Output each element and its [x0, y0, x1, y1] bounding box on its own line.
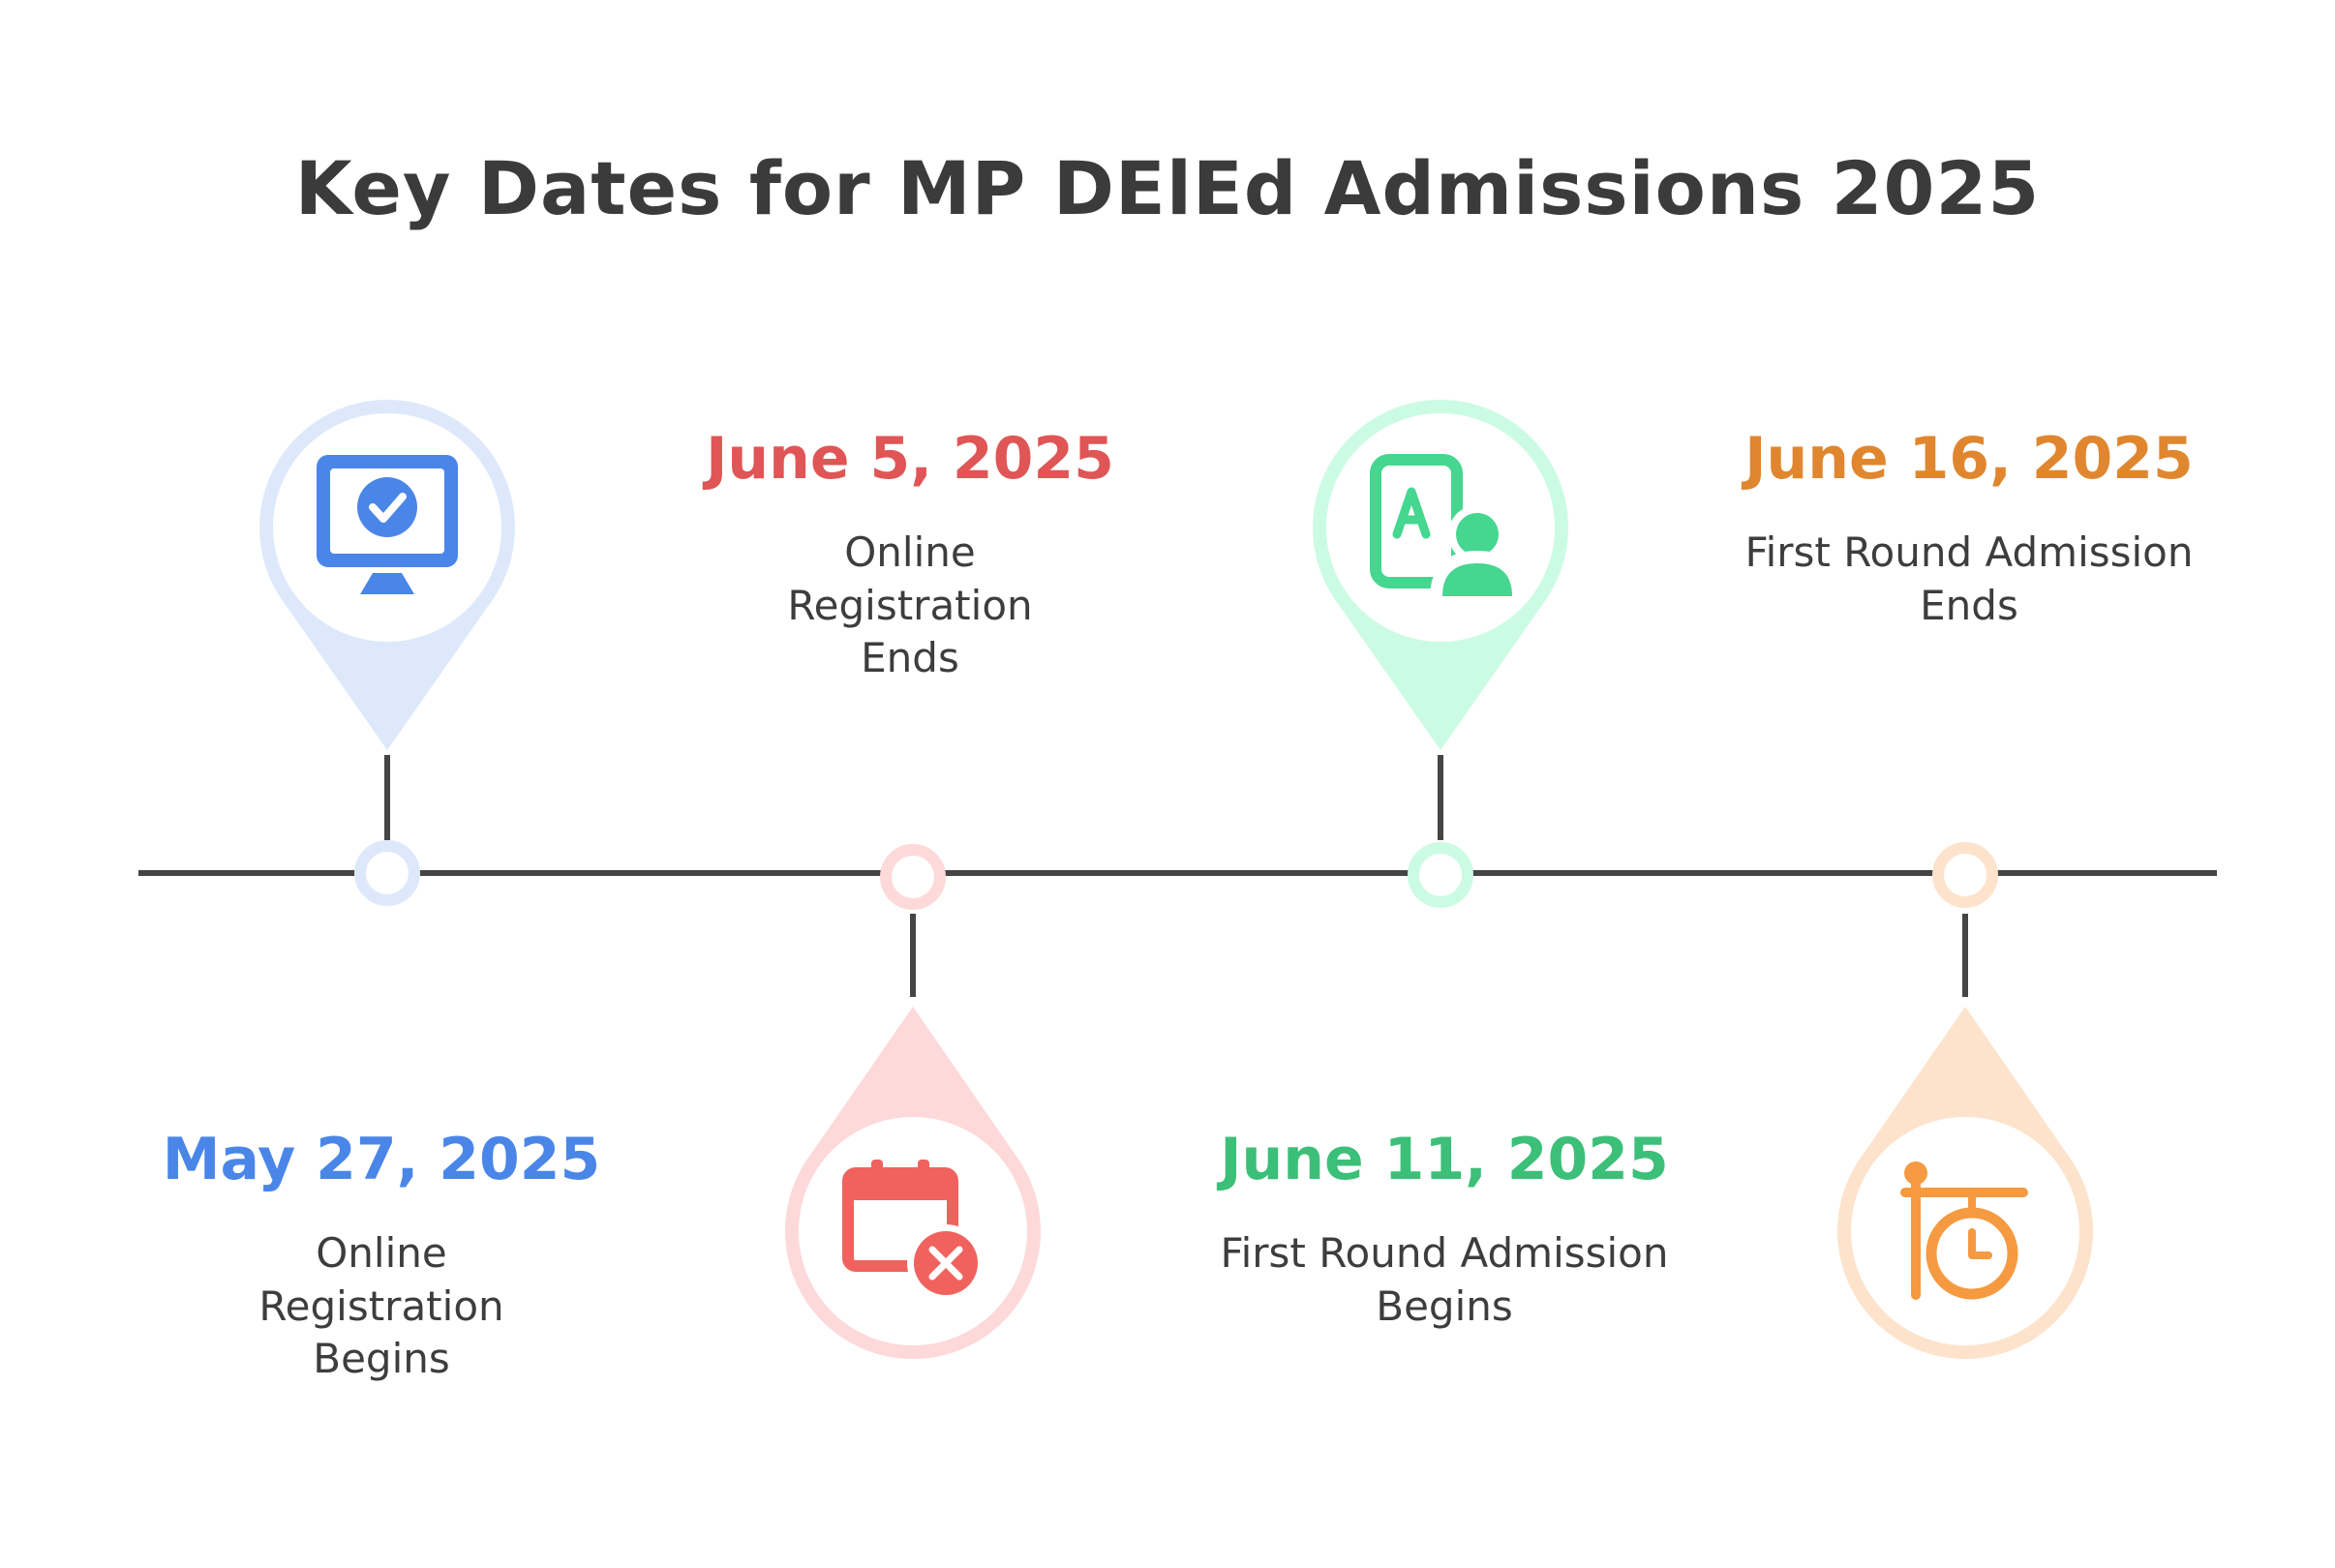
event-1: May 27, 2025 Online Registration Begins: [110, 1125, 652, 1386]
calendar-x-icon: [842, 1160, 985, 1302]
event-3: June 11, 2025 First Round Admission Begi…: [1173, 1125, 1715, 1333]
node-4: [1932, 842, 1998, 908]
event-date: June 5, 2025: [706, 425, 1114, 493]
timeline-marker-1: [259, 400, 515, 906]
event-label: Online Registration Begins: [258, 1229, 504, 1383]
hanging-clock-icon: [1900, 1161, 2028, 1300]
pin-4: [1837, 1007, 2093, 1359]
event-4: June 16, 2025 First Round Admission Ends: [1698, 424, 2240, 632]
event-date: June 16, 2025: [1744, 425, 2194, 493]
diagram-title: Key Dates for MP DElEd Admissions 2025: [294, 145, 2041, 231]
timeline-marker-3: [1313, 400, 1568, 908]
event-2: June 5, 2025 Online Registration Ends: [639, 424, 1181, 685]
node-2: [880, 844, 946, 910]
timeline-marker-4: [1837, 842, 2093, 1359]
timeline-marker-2: [785, 844, 1041, 1359]
event-label: First Round Admission Ends: [1744, 528, 2194, 629]
node-3: [1408, 842, 1473, 908]
node-1: [354, 840, 420, 906]
event-date: May 27, 2025: [162, 1126, 601, 1193]
event-label: First Round Admission Begins: [1220, 1229, 1669, 1330]
event-date: June 11, 2025: [1220, 1126, 1669, 1193]
event-label: Online Registration Ends: [787, 528, 1033, 682]
monitor-check-icon: [317, 455, 458, 594]
student-profile-icon: [1370, 454, 1525, 605]
